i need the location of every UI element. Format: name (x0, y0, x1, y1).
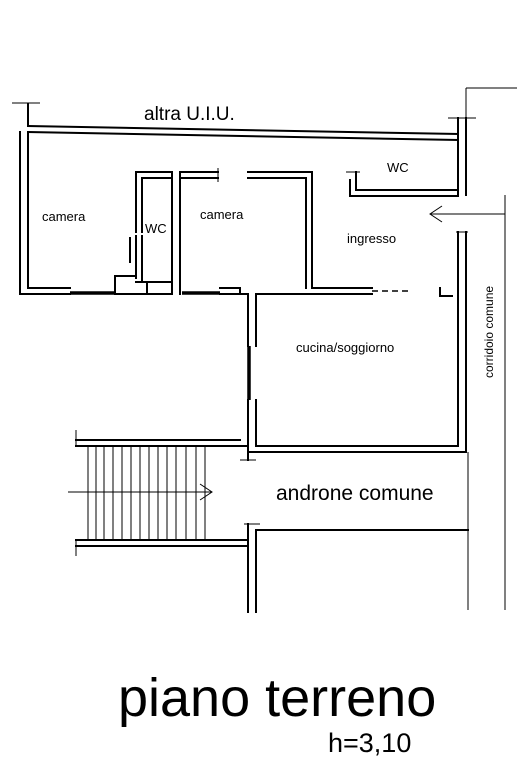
label-ingresso: ingresso (347, 231, 396, 246)
label-corridoio: corridoio comune (482, 286, 496, 378)
label-cucina: cucina/soggiorno (296, 340, 394, 355)
label-camera-right: camera (200, 207, 244, 222)
corridor (429, 195, 506, 610)
label-neighbor: altra U.I.U. (144, 104, 235, 125)
kitchen-walls (240, 293, 467, 461)
staircase (68, 430, 249, 556)
outer-walls (12, 87, 517, 295)
plan-title: piano terreno (118, 668, 436, 728)
label-wc-middle: WC (145, 221, 167, 236)
label-androne: androne comune (276, 482, 434, 505)
androne-walls (244, 523, 469, 613)
right-lower-walls (456, 231, 468, 453)
height-note: h=3,10 (328, 728, 411, 758)
wc-top-walls (346, 171, 459, 197)
label-wc-top: WC (387, 160, 409, 175)
upper-bottom-wall (19, 275, 453, 297)
internal-walls (129, 168, 313, 295)
label-camera-left: camera (42, 209, 86, 224)
